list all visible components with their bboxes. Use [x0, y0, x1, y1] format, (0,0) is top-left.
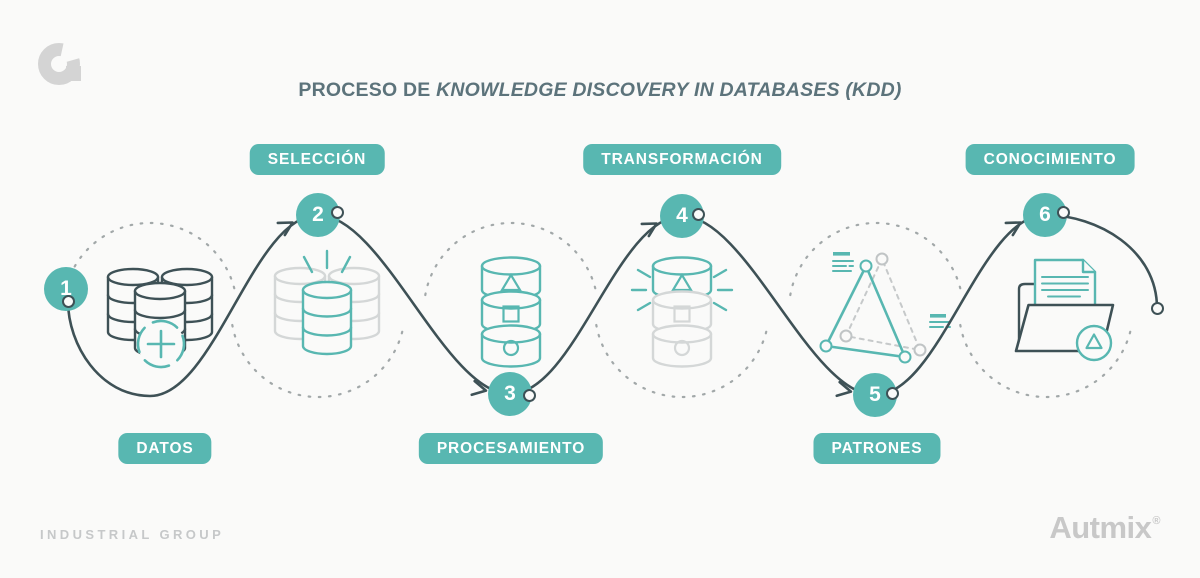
registered-mark: ®: [1152, 515, 1160, 527]
page-title: PROCESO DE KNOWLEDGE DISCOVERY IN DATABA…: [0, 79, 1200, 102]
autmix-wordmark: Autmix®: [1049, 510, 1160, 545]
knowledge-folder-icon: [1014, 258, 1115, 362]
step-label-procesamiento: PROCESAMIENTO: [418, 433, 604, 464]
ring-step-3: [424, 221, 598, 297]
node-dot-step-5: [885, 386, 899, 400]
step-label-patrones: PATRONES: [813, 433, 941, 464]
ring-step-4: [595, 323, 769, 399]
stack-middle-gray: [651, 290, 713, 334]
step-label-conocimiento: CONOCIMIENTO: [965, 144, 1135, 175]
node-dot-step-6: [1056, 205, 1070, 219]
stack-bottom: [480, 324, 542, 368]
pattern-triangle-icon: [819, 252, 951, 364]
node-dot-step-2: [330, 205, 344, 219]
stack-top-teal: [651, 256, 713, 300]
db-front-selected: [301, 280, 353, 356]
dashed-step-rings: [63, 221, 1133, 399]
selection-rays: [302, 249, 352, 274]
arrow-into-step-5: [835, 380, 853, 398]
title-prefix: PROCESO DE: [298, 79, 431, 101]
arrow-into-step-2: [276, 221, 294, 237]
databases-add-icon: [106, 267, 214, 369]
dashed-triangle: [845, 258, 921, 351]
arrow-into-step-6: [1004, 221, 1022, 237]
result-badge: [1075, 324, 1113, 362]
ring-step-1: [63, 221, 237, 297]
step-label-seleccion: SELECCIÓN: [249, 144, 385, 175]
solid-vertex-nodes: [819, 259, 912, 364]
solid-triangle: [824, 264, 907, 359]
sorted-database-stack-icon: [480, 256, 542, 368]
transformed-database-stack-icon: [630, 256, 734, 368]
stack-bottom-gray: [651, 324, 713, 368]
ring-step-6: [959, 323, 1133, 399]
flow-line: [66, 213, 1159, 398]
folder-back: [1017, 282, 1038, 350]
database-highlight-icon: [273, 249, 381, 356]
data-list-glyph-left: [832, 252, 854, 272]
ring-step-2: [231, 323, 405, 399]
step-label-transformacion: TRANSFORMACIÓN: [583, 144, 781, 175]
title-italic: KNOWLEDGE DISCOVERY IN DATABASES (KDD): [436, 79, 902, 101]
arrow-into-step-4: [640, 222, 658, 238]
step-label-datos: DATOS: [118, 433, 212, 464]
node-dot-start: [61, 294, 75, 308]
node-dot-end: [1150, 301, 1164, 315]
ring-step-5: [789, 221, 963, 297]
dashed-vertex-nodes: [839, 252, 927, 357]
autmix-logo-icon: [38, 32, 94, 85]
document: [1033, 258, 1097, 308]
arrow-into-step-3: [470, 379, 488, 397]
stack-top: [480, 256, 542, 300]
transformation-rays: [630, 268, 734, 312]
node-dot-step-4: [691, 207, 705, 221]
flow-arrowheads: [276, 221, 1022, 398]
industrial-group-wordmark: INDUSTRIAL GROUP: [40, 527, 225, 542]
node-dot-step-3: [522, 388, 536, 402]
add-circle-icon: [136, 319, 186, 369]
